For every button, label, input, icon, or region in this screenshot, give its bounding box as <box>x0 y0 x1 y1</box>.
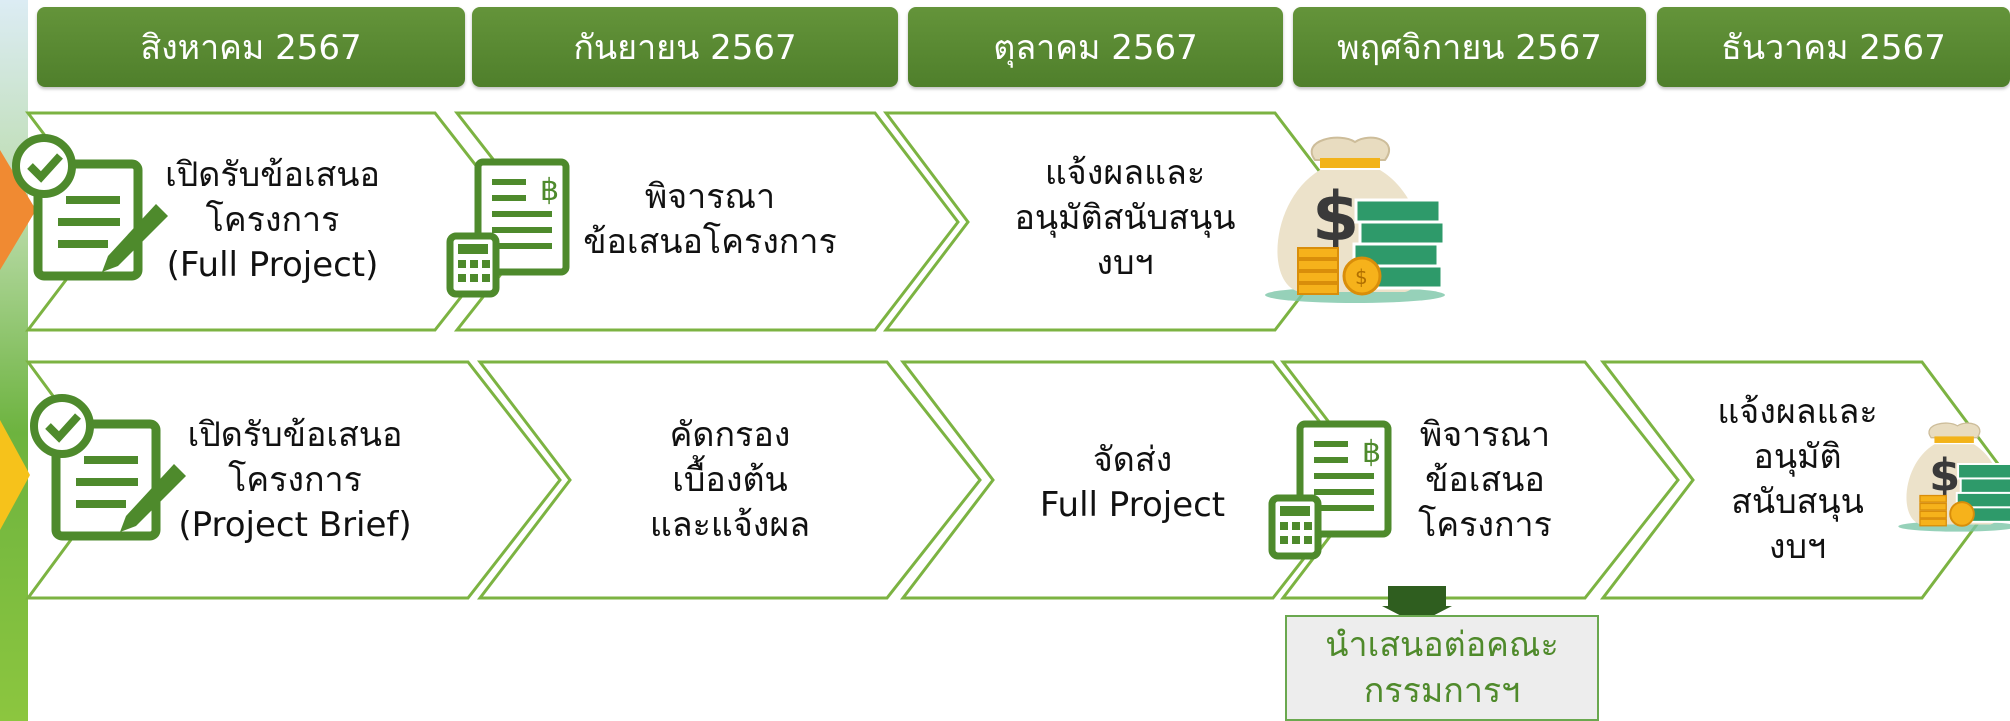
step-text-line: อนุมัติสนับสนุน <box>1014 197 1236 238</box>
step-text-line: (Project Brief) <box>178 504 412 545</box>
month-header-sep: กันยายน 2567 <box>472 7 898 87</box>
step-row2-open-project-brief: เปิดรับข้อเสนอ โครงการ (Project Brief) <box>150 410 440 550</box>
note-text-line: กรรมการฯ <box>1363 671 1521 711</box>
money-bag-icon: $ $ <box>1265 136 1446 303</box>
checklist-pencil-icon <box>12 134 168 281</box>
month-label: กันยายน 2567 <box>573 28 797 68</box>
step-text-line: โครงการ <box>228 459 362 500</box>
step-text-line: พิจารณา <box>1419 414 1551 455</box>
month-label: สิงหาคม 2567 <box>140 28 362 68</box>
step-text-line: Full Project <box>1039 484 1226 525</box>
step-row2-consider-proposal: พิจารณา ข้อเสนอ โครงการ <box>1395 410 1575 550</box>
svg-text:$: $ <box>1312 178 1359 257</box>
checklist-pencil-icon <box>30 394 186 541</box>
step-row2-announce-approve: แจ้งผลและ อนุมัติ สนับสนุน งบฯ <box>1710 390 1885 570</box>
month-header-nov: พฤศจิกายน 2567 <box>1293 7 1646 87</box>
step-text-line: และแจ้งผล <box>649 504 811 545</box>
step-text-line: อนุมัติ <box>1753 437 1842 477</box>
left-decoration-strip <box>0 0 28 721</box>
note-text-line: นำเสนอต่อคณะ <box>1325 625 1559 665</box>
step-text-line: โครงการ <box>205 199 340 240</box>
step-text-line: โครงการ <box>1418 504 1552 545</box>
chevron-row2-step3 <box>899 360 1367 600</box>
step-row2-screening: คัดกรอง เบื้องต้น และแจ้งผล <box>600 410 860 550</box>
yellow-arrow-marker <box>0 420 30 530</box>
step-row2-submit-full-project: จัดส่ง Full Project <box>1010 435 1255 530</box>
step-text-line: เปิดรับข้อเสนอ <box>165 154 380 195</box>
step-text-line: งบฯ <box>1096 242 1154 283</box>
svg-text:฿: ฿ <box>1362 435 1381 470</box>
down-arrow-icon <box>1388 586 1446 608</box>
step-text-line: (Full Project) <box>166 244 379 285</box>
month-header-dec: ธันวาคม 2567 <box>1657 7 2010 87</box>
step-text-line: งบฯ <box>1768 527 1827 567</box>
step-text-line: จัดส่ง <box>1092 439 1173 480</box>
committee-note-box: นำเสนอต่อคณะ กรรมการฯ <box>1285 615 1599 721</box>
step-text-line: แจ้งผลและ <box>1717 392 1878 432</box>
svg-text:฿: ฿ <box>540 173 559 208</box>
svg-text:$: $ <box>1355 265 1368 289</box>
chevron-row1-step3 <box>882 111 1360 332</box>
step-row1-consider-proposal: พิจารณา ข้อเสนอโครงการ <box>565 170 855 270</box>
step-text-line: แจ้งผลและ <box>1044 152 1206 193</box>
document-calculator-icon: ฿ <box>446 158 570 298</box>
document-calculator-icon: ฿ <box>1268 420 1392 560</box>
month-label: ตุลาคม 2567 <box>993 28 1198 68</box>
month-header-aug: สิงหาคม 2567 <box>37 7 465 87</box>
step-text-line: ข้อเสนอ <box>1425 459 1545 500</box>
month-header-oct: ตุลาคม 2567 <box>908 7 1283 87</box>
step-text-line: ข้อเสนอโครงการ <box>583 222 837 262</box>
step-text-line: เบื้องต้น <box>672 459 788 500</box>
step-text-line: พิจารณา <box>644 177 776 217</box>
chevron-row2-step2 <box>476 360 982 600</box>
month-label: ธันวาคม 2567 <box>1721 28 1946 68</box>
money-bag-icon: $ <box>1898 422 2010 532</box>
step-row1-open-full-project: เปิดรับข้อเสนอ โครงการ (Full Project) <box>140 150 405 290</box>
step-text-line: คัดกรอง <box>669 414 791 455</box>
step-text-line: สนับสนุน <box>1731 482 1864 522</box>
step-text-line: เปิดรับข้อเสนอ <box>187 414 403 455</box>
month-label: พฤศจิกายน 2567 <box>1337 28 1602 68</box>
svg-text:$: $ <box>1929 449 1960 501</box>
step-row1-announce-approve: แจ้งผลและ อนุมัติสนับสนุน งบฯ <box>990 148 1260 288</box>
chevron-row2-step5 <box>1599 360 2010 600</box>
